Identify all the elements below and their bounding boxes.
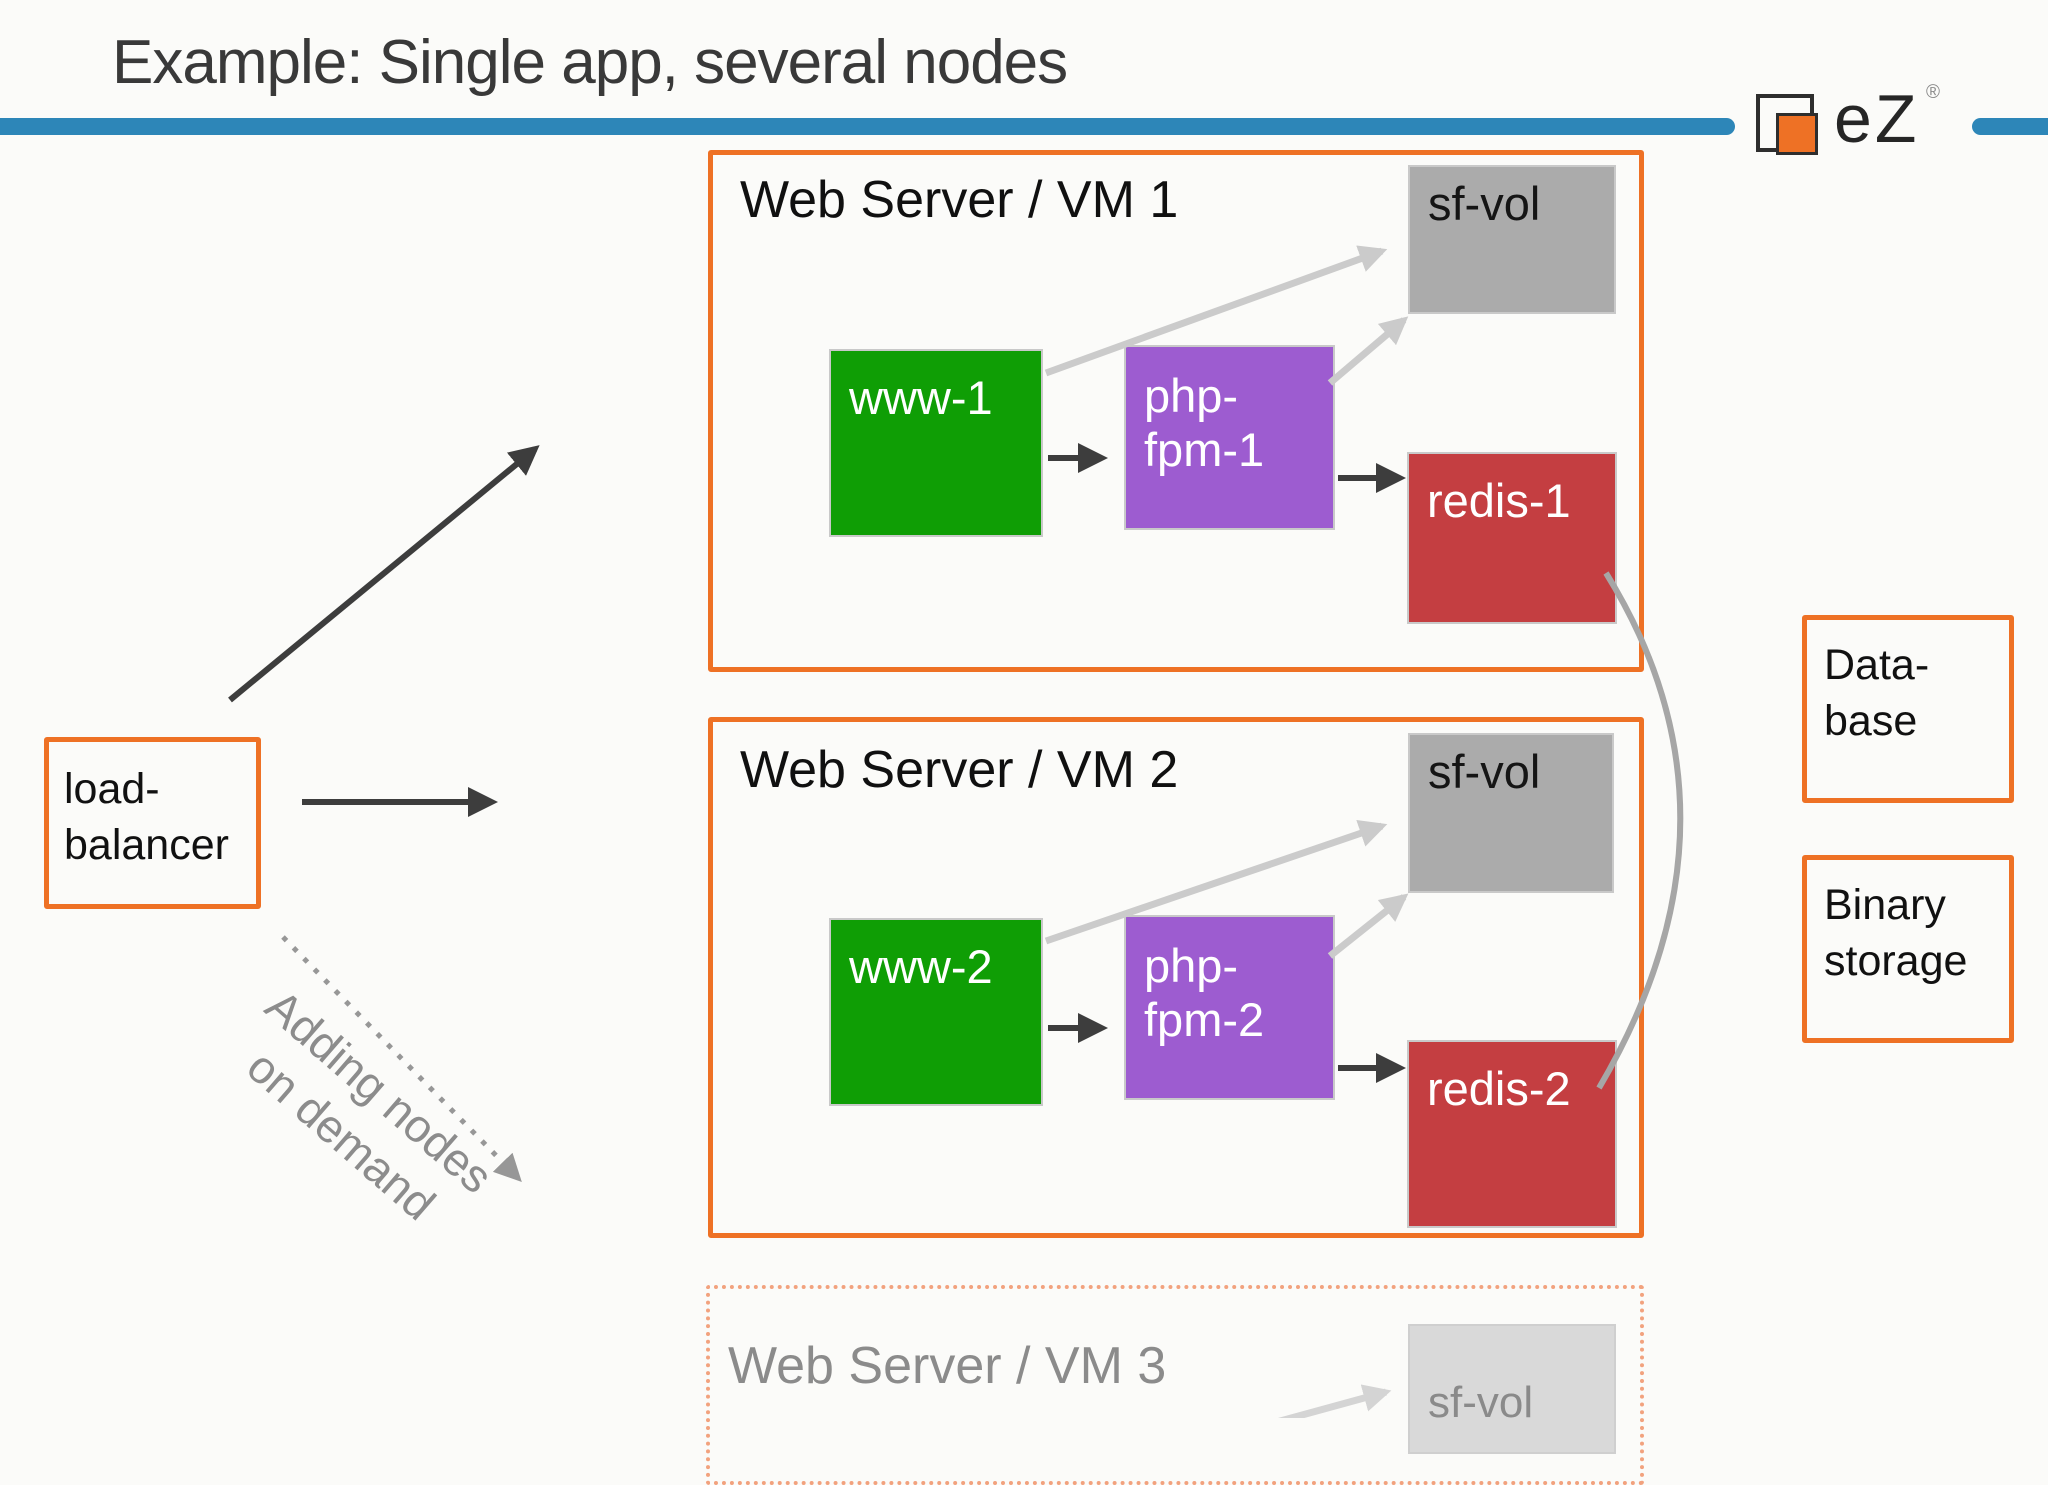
sf-vol-1-box: sf-vol — [1408, 165, 1616, 314]
php-fpm-1-box: php- fpm-1 — [1124, 345, 1335, 530]
redis-1-label: redis-1 — [1427, 474, 1571, 527]
vm1-title: Web Server / VM 1 — [740, 171, 1179, 229]
database-box — [1802, 615, 2014, 803]
load-balancer-box — [44, 737, 261, 909]
php-fpm-2-label: php- fpm-2 — [1144, 939, 1265, 1047]
ez-logo-orange-square-icon — [1776, 113, 1818, 155]
ez-logo: eZ ® — [1748, 81, 1978, 168]
sf-vol-2-label: sf-vol — [1428, 745, 1541, 798]
redis-2-box: redis-2 — [1407, 1040, 1617, 1228]
database-label: Data- base — [1824, 641, 1930, 745]
www-1-label: www-1 — [849, 371, 993, 424]
sf-vol-1-label: sf-vol — [1428, 177, 1541, 230]
adding-nodes-label: Adding nodes on demand — [237, 979, 503, 1230]
slide: { "slide": { "title": "Example: Single a… — [0, 28, 2048, 1485]
title-underline-left — [0, 118, 1735, 135]
ez-logo-registered-mark: ® — [1926, 82, 1940, 103]
sf-vol-2-box: sf-vol — [1408, 733, 1614, 893]
ez-logo-text: eZ — [1834, 81, 1920, 157]
php-fpm-2-box: php- fpm-2 — [1124, 915, 1335, 1100]
sf-vol-3-box: sf-vol — [1408, 1324, 1616, 1454]
redis-1-box: redis-1 — [1407, 452, 1617, 624]
vm1-box — [708, 150, 1644, 672]
redis-2-label: redis-2 — [1427, 1062, 1571, 1115]
vm2-title: Web Server / VM 2 — [740, 741, 1179, 799]
title-underline-right — [1972, 118, 2048, 135]
sf-vol-3-label: sf-vol — [1428, 1378, 1534, 1427]
arrow-lb-to-vm1 — [228, 445, 540, 703]
binary-storage-box — [1802, 855, 2014, 1043]
binary-storage-label: Binary storage — [1824, 881, 1968, 985]
page-title: Example: Single app, several nodes — [112, 28, 1068, 97]
load-balancer-label: load- balancer — [64, 765, 229, 869]
www-2-box: www-2 — [829, 918, 1043, 1106]
www-1-box: www-1 — [829, 349, 1043, 537]
vm3-title: Web Server / VM 3 — [728, 1337, 1167, 1395]
php-fpm-1-label: php- fpm-1 — [1144, 369, 1265, 477]
www-2-label: www-2 — [849, 940, 993, 993]
